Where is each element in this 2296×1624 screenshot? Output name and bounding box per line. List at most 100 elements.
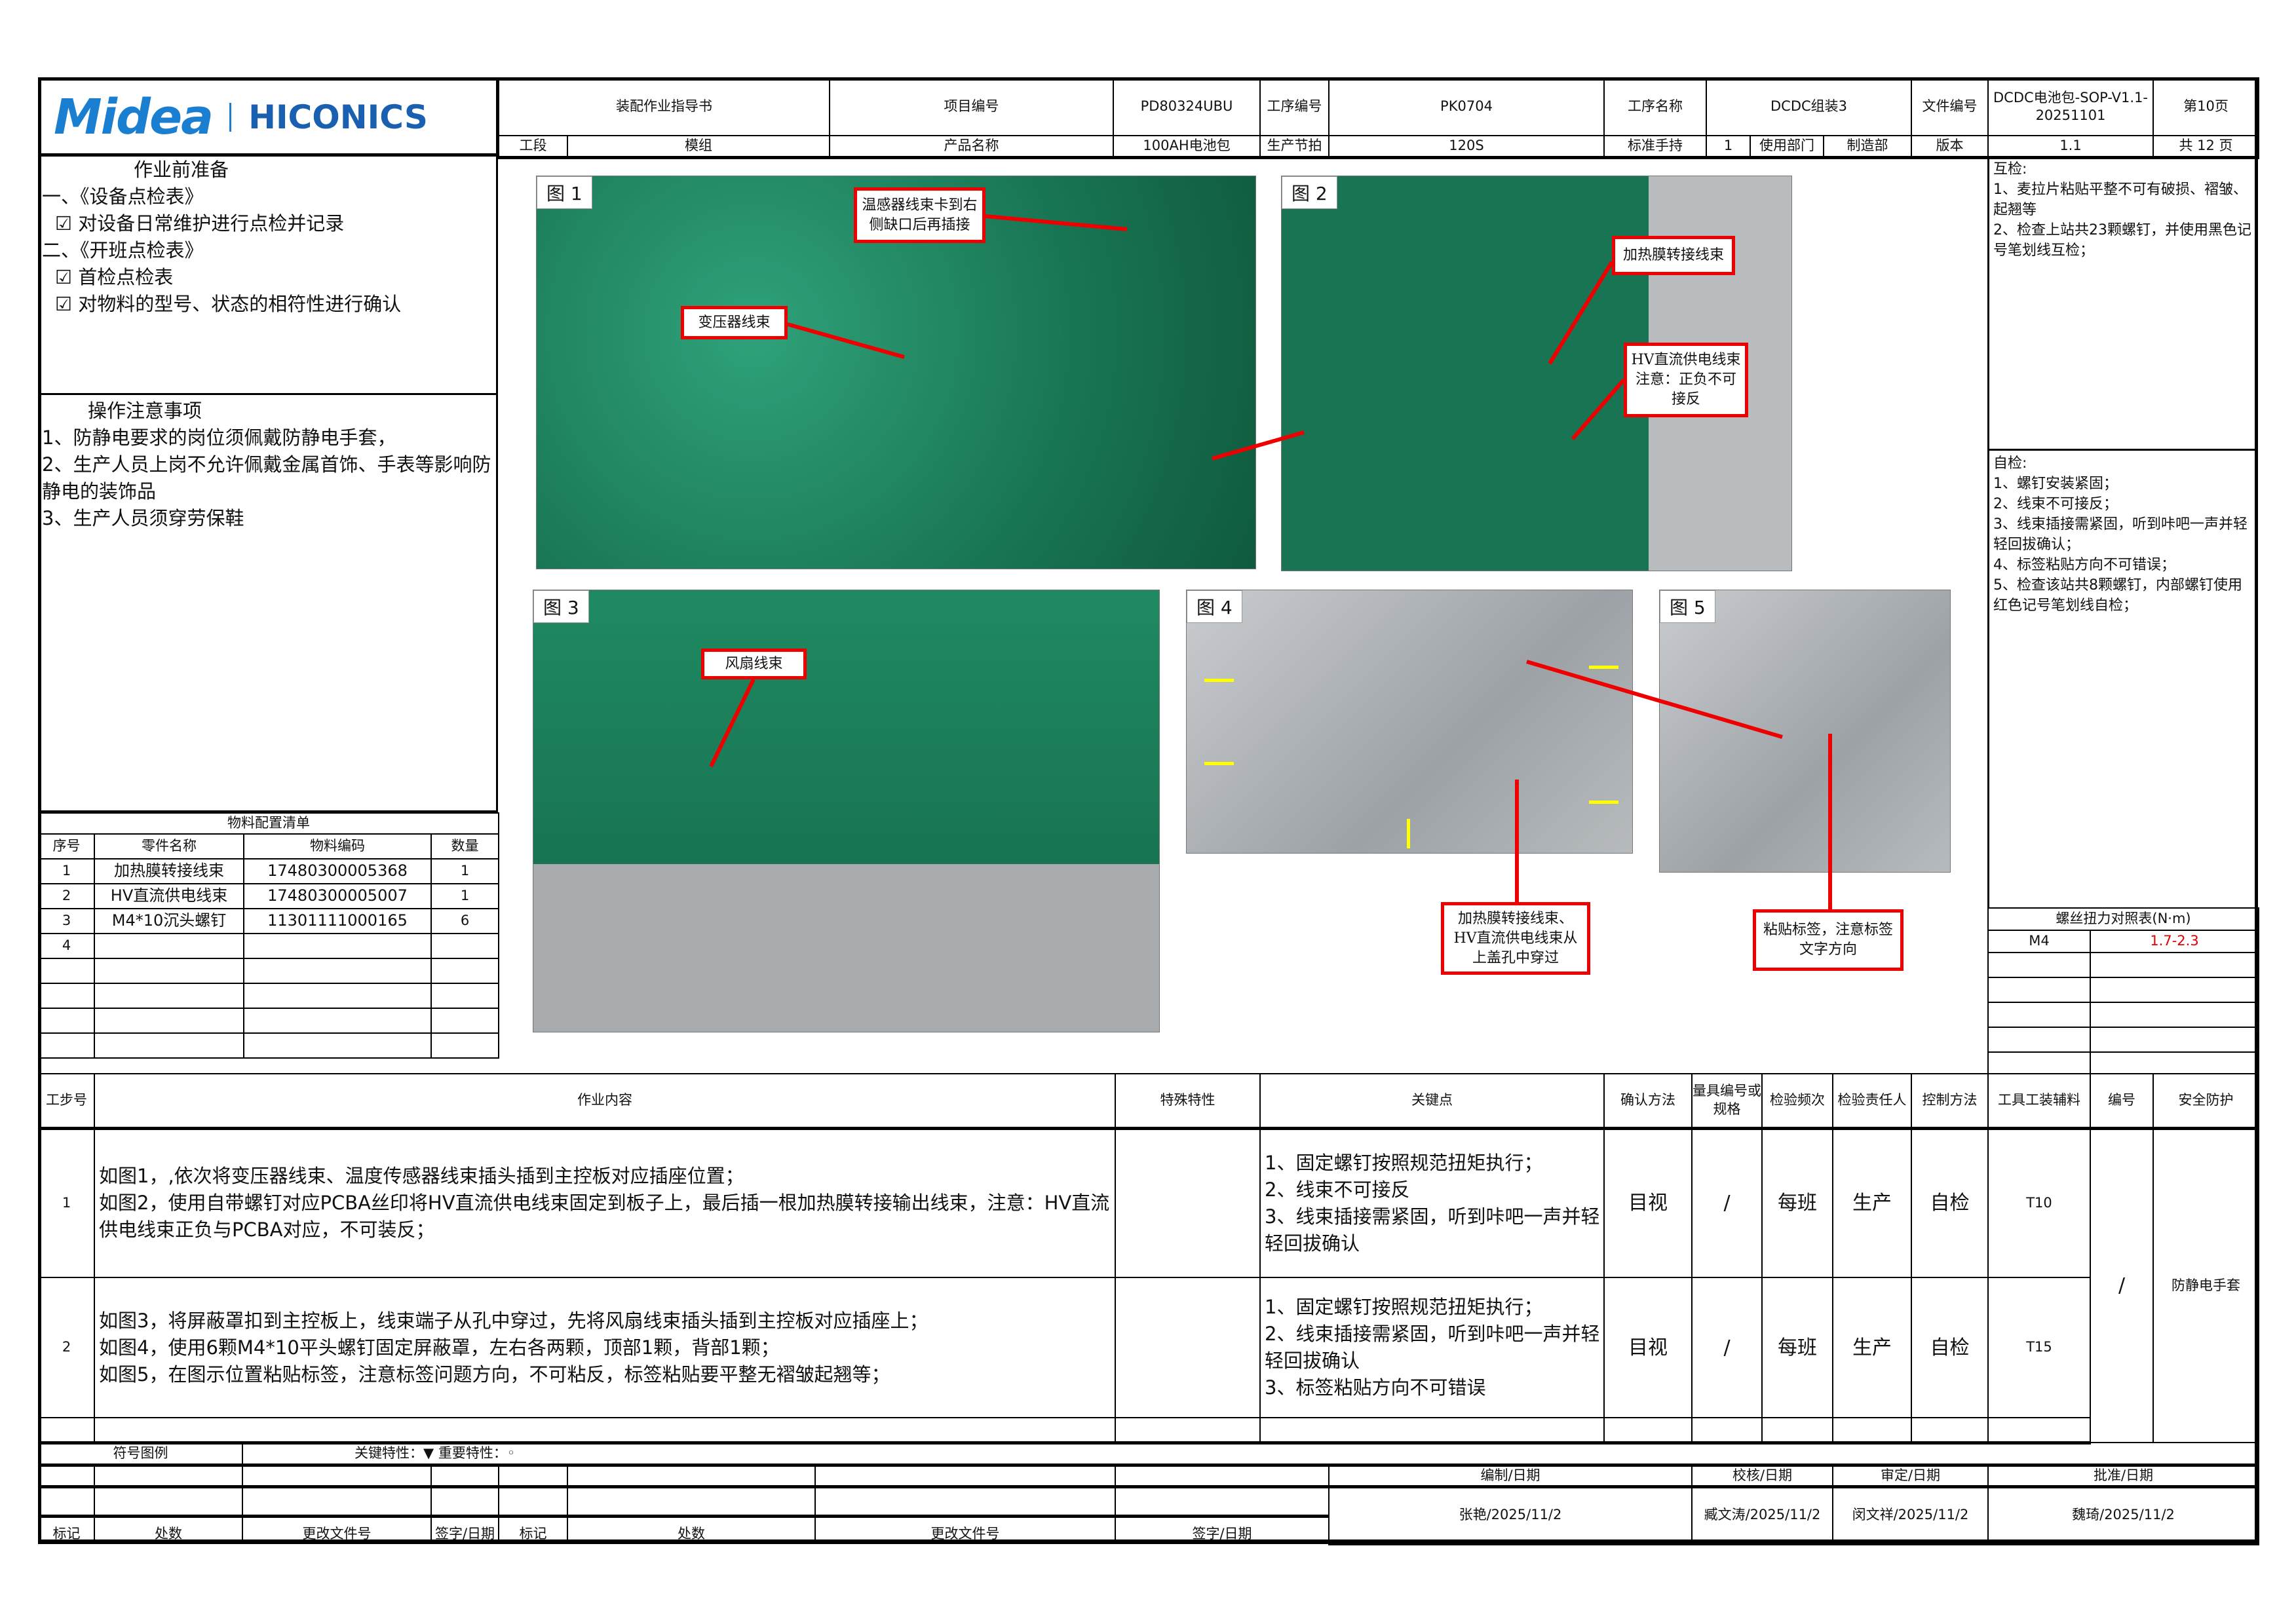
safety: 防静电手套: [2152, 1127, 2259, 1443]
key-line: 2、线束不可接反: [1265, 1178, 1410, 1201]
total-pages: 共 12 页: [2152, 135, 2260, 159]
col-header: 工具工装辅料: [1987, 1073, 2091, 1130]
revision-label: 标记: [38, 1515, 95, 1544]
midea-logo: Midea: [54, 88, 214, 145]
process-name-label: 工序名称: [1603, 77, 1707, 136]
figure-label: 图 5: [1660, 590, 1715, 623]
step-content: 如图1，,依次将变压器线束、温度传感器线束插头插到主控板对应插座位置；如图2，使…: [94, 1127, 1116, 1278]
prep-title: 作业前准备: [134, 159, 229, 181]
step-row: 2 如图3，将屏蔽罩扣到主控板上，线束端子从孔中穿过，先将风扇线束插头插到主控板…: [38, 1277, 2259, 1418]
confirm-method: 目视: [1603, 1127, 1693, 1278]
col-header: 特殊特性: [1115, 1073, 1261, 1130]
special-char: [1115, 1127, 1261, 1278]
cell: HV直流供电线束: [94, 883, 244, 909]
cell: 11301111000165: [243, 908, 432, 934]
product-name: 100AH电池包: [1113, 135, 1261, 159]
key-line: 1、固定螺钉按照规范扭矩执行；: [1265, 1151, 1543, 1174]
self-line: 1、螺钉安装紧固；: [1993, 476, 2118, 492]
control-method: 自检: [1911, 1277, 1989, 1418]
mutual-title: 互检:: [1993, 161, 2027, 178]
content-line: 如图3，将屏蔽罩扣到主控板上，线束端子从孔中穿过，先将风扇线束插头插到主控板对应…: [99, 1309, 928, 1332]
company-logo: Midea HICONICS: [41, 80, 495, 154]
notes-title: 操作注意事项: [88, 400, 202, 422]
file-no: DCDC电池包-SOP-V1.1-20251101: [1987, 77, 2154, 136]
inspect-owner: 生产: [1832, 1127, 1912, 1278]
self-line: 2、线束不可接反；: [1993, 496, 2118, 512]
col-header: 编号: [2090, 1073, 2154, 1130]
gauge: /: [1691, 1127, 1763, 1278]
product-name-label: 产品名称: [829, 135, 1114, 159]
header-table: 装配作业指导书 项目编号 PD80324UBU 工序编号 PK0704 工序名称…: [498, 77, 2260, 159]
approval-header: 批准/日期: [1987, 1464, 2260, 1488]
section-label: 工段: [498, 135, 568, 159]
cell: 1: [430, 883, 499, 909]
cell: 3: [38, 908, 95, 934]
content-line: 如图1，,依次将变压器线束、温度传感器线束插头插到主控板对应插座位置；: [99, 1165, 744, 1188]
figure-label: 图 1: [537, 176, 592, 209]
control-method: 自检: [1911, 1127, 1989, 1278]
project-no-label: 项目编号: [829, 77, 1114, 136]
prep-line: ☑ 对设备日常维护进行点检并记录: [55, 212, 345, 235]
cell: 17480300005007: [243, 883, 432, 909]
col-header: 数量: [430, 833, 499, 859]
logo-divider: [229, 102, 232, 132]
revision-label: 签字/日期: [430, 1515, 499, 1544]
approval-header: 审定/日期: [1832, 1464, 1989, 1488]
dept: 制造部: [1822, 135, 1913, 159]
col-header: 量具编号或规格: [1691, 1073, 1763, 1130]
doc-type: 装配作业指导书: [498, 77, 830, 136]
callout-fan: 风扇线束: [701, 649, 807, 679]
content-line: 如图5，在图示位置粘贴标签，注意标签问题方向，不可粘反，标签粘贴要平整无褶皱起翘…: [99, 1363, 890, 1386]
revision-label: 处数: [567, 1515, 816, 1544]
legend-label: 符号图例: [38, 1442, 243, 1467]
approval-name: 闵文祥/2025/11/2: [1832, 1486, 1989, 1545]
prep-line: 一、《设备点检表》: [42, 185, 204, 208]
step-content: 如图3，将屏蔽罩扣到主控板上，线束端子从孔中穿过，先将风扇线束插头插到主控板对应…: [94, 1277, 1116, 1418]
self-line: 3、线束插接需紧固，听到咔吧一声并轻轻回拔确认；: [1993, 516, 2248, 553]
prep-line: ☑ 首检点检表: [55, 266, 174, 288]
std-handheld-label: 标准手持: [1603, 135, 1707, 159]
col-header: 检验频次: [1761, 1073, 1833, 1130]
col-header: 确认方法: [1603, 1073, 1693, 1130]
inspect-freq: 每班: [1761, 1127, 1833, 1278]
tool: T10: [1987, 1127, 2091, 1278]
prep-line: 二、《开班点检表》: [42, 239, 204, 261]
dept-label: 使用部门: [1750, 135, 1824, 159]
callout-temp-sensor: 温感器线束卡到右侧缺口后再插接: [854, 187, 985, 243]
key-line: 2、线束插接需紧固，听到咔吧一声并轻轻回拔确认: [1265, 1323, 1600, 1372]
prep-line: ☑ 对物料的型号、状态的相符性进行确认: [55, 293, 402, 315]
approval-header: 编制/日期: [1328, 1464, 1693, 1488]
notes-line: 2、生产人员上岗不允许佩戴金属首饰、手表等影响防静电的装饰品: [42, 453, 491, 502]
version-label: 版本: [1911, 135, 1989, 159]
mutual-line: 2、检查上站共23颗螺钉，并使用黑色记号笔划线互检；: [1993, 222, 2251, 259]
figure-5-photo: 图 5: [1659, 590, 1951, 873]
approval-name: 张艳/2025/11/2: [1328, 1486, 1693, 1545]
logo-cell: [38, 77, 498, 157]
legend-text: 关键特性：▼ 重要特性：◦: [241, 1442, 2260, 1467]
cell: 1: [38, 858, 95, 884]
cell: 1: [430, 858, 499, 884]
figure-4-photo: 图 4: [1186, 590, 1633, 854]
step-row: 1 如图1，,依次将变压器线束、温度传感器线束插头插到主控板对应插座位置；如图2…: [38, 1127, 2259, 1443]
table-row: 4: [38, 933, 499, 959]
content-line: 如图4，使用6颗M4*10平头螺钉固定屏蔽罩，左右各两颗，顶部1颗，背部1颗；: [99, 1336, 780, 1359]
tool: T15: [1987, 1277, 2091, 1418]
key-line: 3、标签粘贴方向不可错误: [1265, 1376, 1486, 1399]
self-line: 4、标签粘贴方向不可错误；: [1993, 557, 2175, 573]
process-no: PK0704: [1328, 77, 1605, 136]
page-no: 第10页: [2152, 77, 2260, 136]
project-no: PD80324UBU: [1113, 77, 1261, 136]
inspect-freq: 每班: [1761, 1277, 1833, 1418]
approval-header: 校核/日期: [1691, 1464, 1833, 1488]
approval-name: 臧文涛/2025/11/2: [1691, 1486, 1833, 1545]
callout-label: 粘贴标签，注意标签文字方向: [1753, 909, 1904, 971]
figure-label: 图 2: [1282, 176, 1337, 209]
hiconics-logo: HICONICS: [248, 98, 428, 136]
cell: 2: [38, 883, 95, 909]
takt: 120S: [1328, 135, 1605, 159]
callout-through-hole: 加热膜转接线束、HV直流供电线束从上盖孔中穿过: [1441, 902, 1590, 975]
std-handheld: 1: [1706, 135, 1751, 159]
